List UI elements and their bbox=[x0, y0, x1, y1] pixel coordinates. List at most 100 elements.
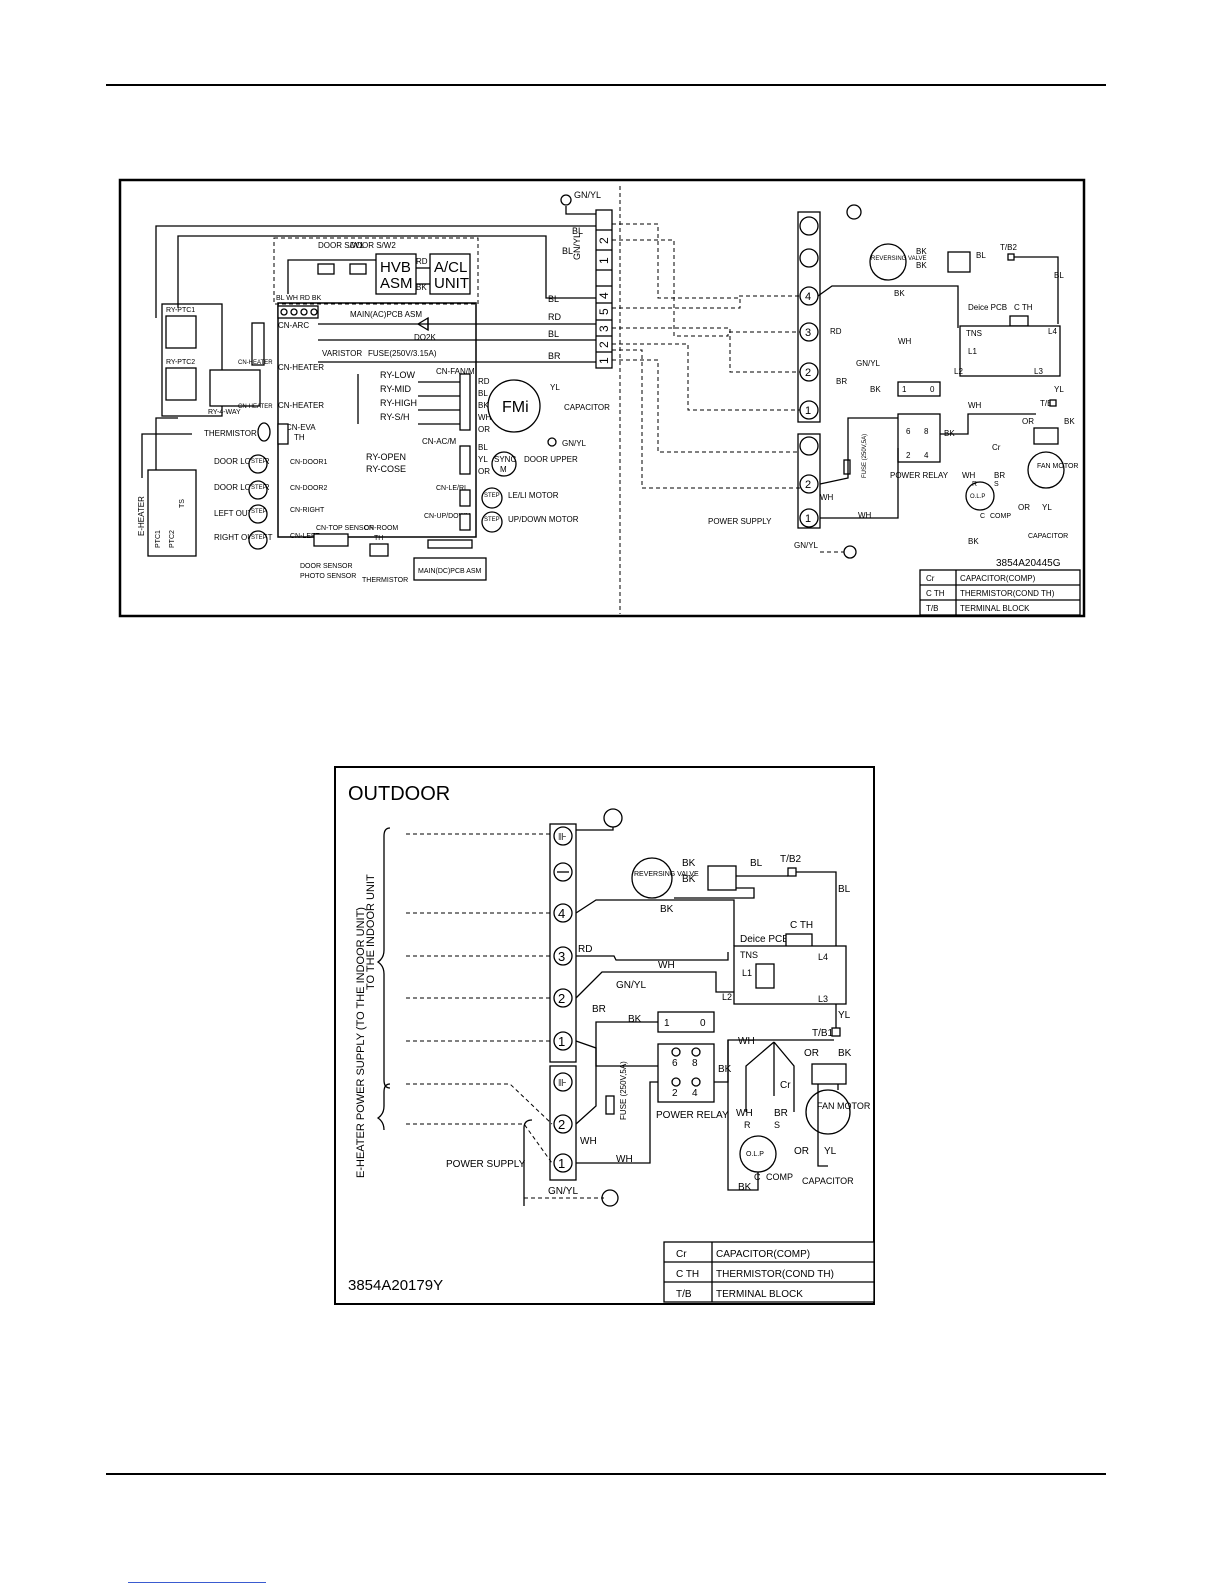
svg-text:Deice PCB: Deice PCB bbox=[968, 303, 1007, 312]
svg-text:5: 5 bbox=[597, 308, 611, 315]
svg-text:RY-PTC2: RY-PTC2 bbox=[166, 359, 195, 366]
svg-text:E-HEATER POWER SUPPLY (TO THE: E-HEATER POWER SUPPLY (TO THE INDOOR UNI… bbox=[355, 907, 367, 1178]
svg-text:ASM: ASM bbox=[380, 275, 413, 292]
svg-text:BL: BL bbox=[750, 858, 763, 869]
svg-text:REVERSING VALVE: REVERSING VALVE bbox=[871, 256, 926, 262]
svg-text:POWER SUPPLY: POWER SUPPLY bbox=[708, 517, 772, 526]
svg-text:BK: BK bbox=[894, 289, 905, 298]
svg-text:POWER RELAY: POWER RELAY bbox=[890, 471, 949, 480]
svg-text:CN-DOOR1: CN-DOOR1 bbox=[290, 459, 327, 466]
svg-text:1: 1 bbox=[664, 1018, 670, 1029]
svg-text:GN/YL: GN/YL bbox=[548, 1186, 578, 1197]
svg-text:OR: OR bbox=[478, 467, 490, 476]
svg-text:MAIN(AC)PCB ASM: MAIN(AC)PCB ASM bbox=[350, 310, 422, 319]
svg-text:THERMISTOR: THERMISTOR bbox=[362, 577, 408, 584]
svg-text:4: 4 bbox=[692, 1088, 698, 1099]
svg-text:OR: OR bbox=[804, 1048, 819, 1059]
svg-text:Cr: Cr bbox=[676, 1249, 687, 1260]
svg-text:YL: YL bbox=[478, 455, 488, 464]
svg-text:WH: WH bbox=[736, 1108, 753, 1119]
outdoor-terminal-block-1: 4 3 2 1 2 1 bbox=[797, 211, 821, 529]
svg-text:BR: BR bbox=[774, 1108, 788, 1119]
svg-text:DOOR SENSOR: DOOR SENSOR bbox=[300, 563, 353, 570]
footer-link-underline[interactable] bbox=[128, 1582, 266, 1583]
svg-text:C TH: C TH bbox=[790, 920, 813, 931]
svg-text:BK: BK bbox=[1064, 417, 1075, 426]
svg-text:CN-ROOM: CN-ROOM bbox=[364, 525, 398, 532]
svg-text:YL: YL bbox=[838, 1010, 851, 1021]
svg-text:E-HEATER: E-HEATER bbox=[137, 496, 146, 536]
svg-text:3854A20445G: 3854A20445G bbox=[996, 558, 1061, 569]
svg-text:T/B: T/B bbox=[926, 604, 938, 613]
svg-text:SYNC: SYNC bbox=[494, 455, 516, 464]
svg-text:CN-HEATER: CN-HEATER bbox=[238, 404, 273, 410]
svg-text:BK: BK bbox=[738, 1182, 752, 1193]
svg-text:TERMINAL BLOCK: TERMINAL BLOCK bbox=[716, 1289, 803, 1300]
svg-text:BK: BK bbox=[416, 283, 427, 292]
svg-text:GN/YL: GN/YL bbox=[572, 233, 582, 260]
svg-text:DOOR LOWER: DOOR LOWER bbox=[214, 483, 270, 492]
svg-text:T/B2: T/B2 bbox=[780, 854, 802, 865]
svg-text:S: S bbox=[994, 481, 999, 488]
svg-text:2: 2 bbox=[672, 1088, 678, 1099]
svg-text:STEP: STEP bbox=[251, 485, 267, 491]
svg-text:BL: BL bbox=[562, 246, 573, 256]
svg-text:DOOR UPPER: DOOR UPPER bbox=[524, 455, 578, 464]
svg-text:DOOR S/W2: DOOR S/W2 bbox=[350, 241, 396, 250]
svg-text:COMP: COMP bbox=[766, 1172, 793, 1182]
svg-text:2: 2 bbox=[805, 479, 811, 491]
svg-text:GN/YL: GN/YL bbox=[574, 190, 601, 200]
svg-text:CAPACITOR(COMP): CAPACITOR(COMP) bbox=[716, 1249, 810, 1260]
svg-text:WH: WH bbox=[658, 960, 675, 971]
indoor-terminal-block: 2 1 4 5 3 2 1 bbox=[595, 209, 613, 369]
svg-text:COMP: COMP bbox=[990, 513, 1011, 520]
svg-text:M: M bbox=[500, 465, 507, 474]
outdoor-frame bbox=[334, 766, 875, 1305]
svg-text:TERMINAL BLOCK: TERMINAL BLOCK bbox=[960, 604, 1030, 613]
reversing-valve-2 bbox=[631, 857, 673, 899]
svg-text:1: 1 bbox=[558, 1034, 565, 1049]
svg-text:WH: WH bbox=[858, 511, 872, 520]
fan-motor-outdoor bbox=[1027, 451, 1065, 489]
legend-table-2: Cr CAPACITOR(COMP) C TH THERMISTOR(COND … bbox=[663, 1241, 875, 1303]
svg-text:WH: WH bbox=[738, 1036, 755, 1047]
svg-text:RY-4-WAY: RY-4-WAY bbox=[208, 409, 241, 416]
legend-table-1: Cr CAPACITOR(COMP) C TH THERMISTOR(COND … bbox=[919, 569, 1081, 616]
svg-text:4: 4 bbox=[558, 906, 565, 921]
svg-text:BR: BR bbox=[836, 377, 847, 386]
svg-text:L1: L1 bbox=[968, 347, 977, 356]
svg-text:1: 1 bbox=[902, 385, 907, 394]
svg-text:Cr: Cr bbox=[926, 574, 935, 583]
svg-text:L1: L1 bbox=[742, 968, 752, 978]
svg-text:VARISTOR: VARISTOR bbox=[322, 349, 362, 358]
svg-text:WH: WH bbox=[968, 401, 982, 410]
svg-text:FUSE (250V,5A): FUSE (250V,5A) bbox=[619, 1061, 628, 1120]
svg-text:6: 6 bbox=[672, 1058, 678, 1069]
svg-text:TO THE INDOOR UNIT: TO THE INDOOR UNIT bbox=[365, 874, 377, 990]
svg-text:BK: BK bbox=[682, 858, 696, 869]
svg-text:OR: OR bbox=[1022, 417, 1034, 426]
svg-text:1: 1 bbox=[558, 1156, 565, 1171]
svg-text:GN/YL: GN/YL bbox=[856, 359, 881, 368]
svg-text:T/B2: T/B2 bbox=[1000, 243, 1017, 252]
footer-rule bbox=[106, 1473, 1106, 1475]
wiring-diagram-outdoor: OUTDOOR TO THE INDOOR UNIT E-HEATER POWE… bbox=[334, 766, 875, 1305]
svg-text:BK: BK bbox=[718, 1064, 732, 1075]
svg-text:CN-LE/RI: CN-LE/RI bbox=[436, 485, 466, 492]
svg-text:A/CL: A/CL bbox=[434, 259, 467, 276]
svg-text:0: 0 bbox=[930, 385, 935, 394]
svg-text:RD: RD bbox=[548, 312, 561, 322]
svg-text:YL: YL bbox=[824, 1146, 837, 1157]
fan-motor-fmi bbox=[487, 379, 541, 433]
svg-text:BK: BK bbox=[660, 904, 674, 915]
svg-text:TH: TH bbox=[294, 433, 305, 442]
svg-text:RY-OPEN: RY-OPEN bbox=[366, 452, 406, 462]
svg-text:O.L.P: O.L.P bbox=[746, 1151, 764, 1158]
svg-text:RD: RD bbox=[578, 944, 592, 955]
svg-text:FMi: FMi bbox=[502, 399, 529, 416]
hvb-asm bbox=[375, 253, 417, 295]
svg-text:CN-HEATER: CN-HEATER bbox=[238, 360, 273, 366]
svg-text:8: 8 bbox=[924, 427, 929, 436]
svg-text:BK: BK bbox=[870, 385, 881, 394]
svg-text:CN-HEATER: CN-HEATER bbox=[278, 363, 324, 372]
